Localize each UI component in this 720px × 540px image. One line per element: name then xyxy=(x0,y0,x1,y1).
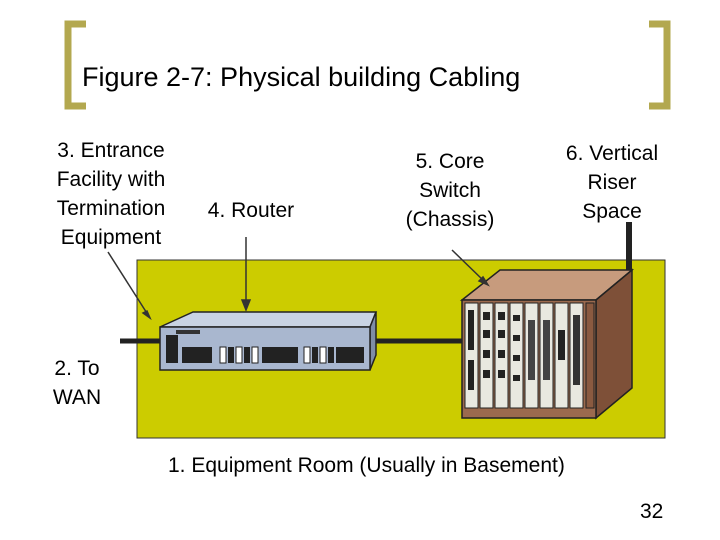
pointer-arrows xyxy=(107,237,490,321)
router-label: 4. Router xyxy=(207,199,295,222)
page-number: 32 xyxy=(640,500,664,523)
wan-label: 2. To WAN xyxy=(52,357,102,409)
title-right-bracket xyxy=(649,20,671,110)
router-device xyxy=(159,311,378,371)
title-left-bracket xyxy=(64,20,86,110)
core-switch-chassis xyxy=(459,268,635,420)
equipment-room-label: 1. Equipment Room (Usually in Basement) xyxy=(168,454,565,477)
core-switch-label: 5. Core Switch (Chassis) xyxy=(405,150,495,231)
slide-title: Figure 2-7: Physical building Cabling xyxy=(82,62,521,92)
vertical-riser-label: 6. Vertical Riser Space xyxy=(565,142,659,223)
entrance-facility-label: 3. Entrance Facility with Termination Eq… xyxy=(56,139,166,249)
